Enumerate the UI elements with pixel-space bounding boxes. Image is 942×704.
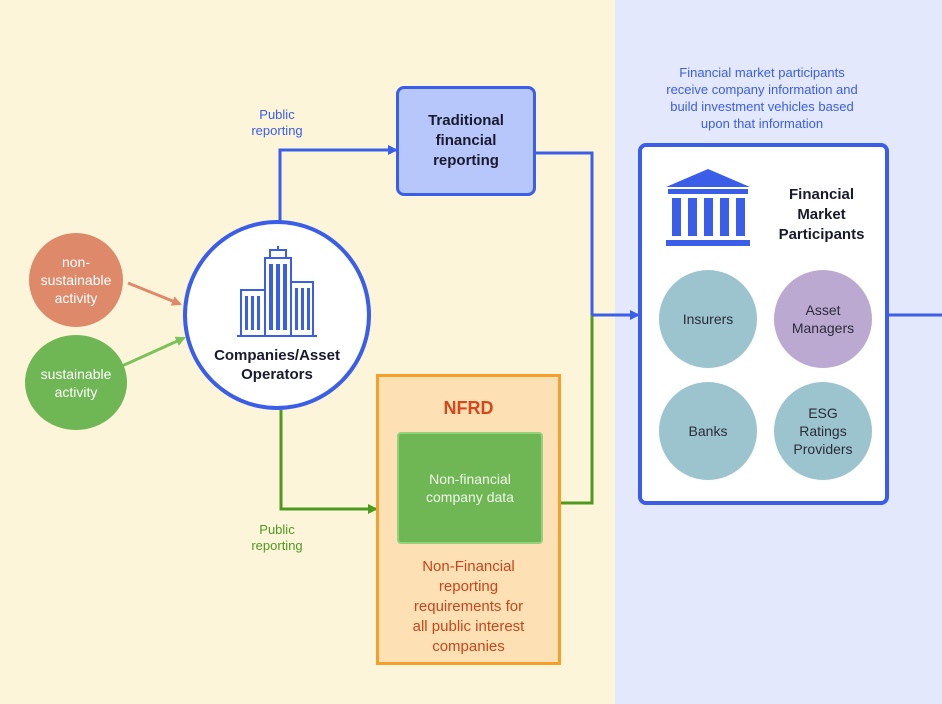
nfrd-title: NFRD [443, 398, 494, 418]
traditional-to-market-line [536, 151, 594, 315]
nfrd-description: Non-Financial reporting requirements for… [412, 558, 525, 655]
banks-circle: Banks [659, 382, 757, 480]
asset-managers-circle: Asset Managers [774, 270, 872, 368]
financial-market-box: Financial Market Participants Insurers A… [638, 143, 889, 505]
non-sustainable-activity-circle: non- sustainable activity [29, 233, 123, 327]
bank-building-icon [666, 169, 750, 246]
nfrd-to-market-line [561, 315, 594, 505]
companies-label: Companies/Asset Operators [214, 347, 340, 383]
nfrd-box: NFRD Non-financial company data Non-Fina… [376, 374, 561, 665]
office-buildings-icon [237, 246, 317, 337]
traditional-financial-reporting-box: Traditional financial reporting [396, 86, 536, 196]
financial-market-title: Financial Market Participants [778, 186, 865, 243]
sustainable-activity-circle: sustainable activity [25, 335, 127, 430]
non-sustainable-arrow [127, 281, 182, 306]
public-reporting-top-arrow [278, 145, 398, 222]
public-reporting-label-top: Public reporting [251, 107, 303, 138]
public-reporting-label-bottom: Public reporting [251, 522, 303, 553]
insurers-circle: Insurers [659, 270, 757, 368]
esg-ratings-providers-circle: ESG Ratings Providers [774, 382, 872, 480]
sustainable-arrow [121, 336, 186, 368]
public-reporting-bottom-arrow [279, 410, 378, 514]
non-financial-company-data-box: Non-financial company data [397, 432, 543, 544]
financial-market-caption: Financial market participants receive co… [666, 65, 858, 131]
companies-circle: Companies/Asset Operators [183, 220, 371, 410]
